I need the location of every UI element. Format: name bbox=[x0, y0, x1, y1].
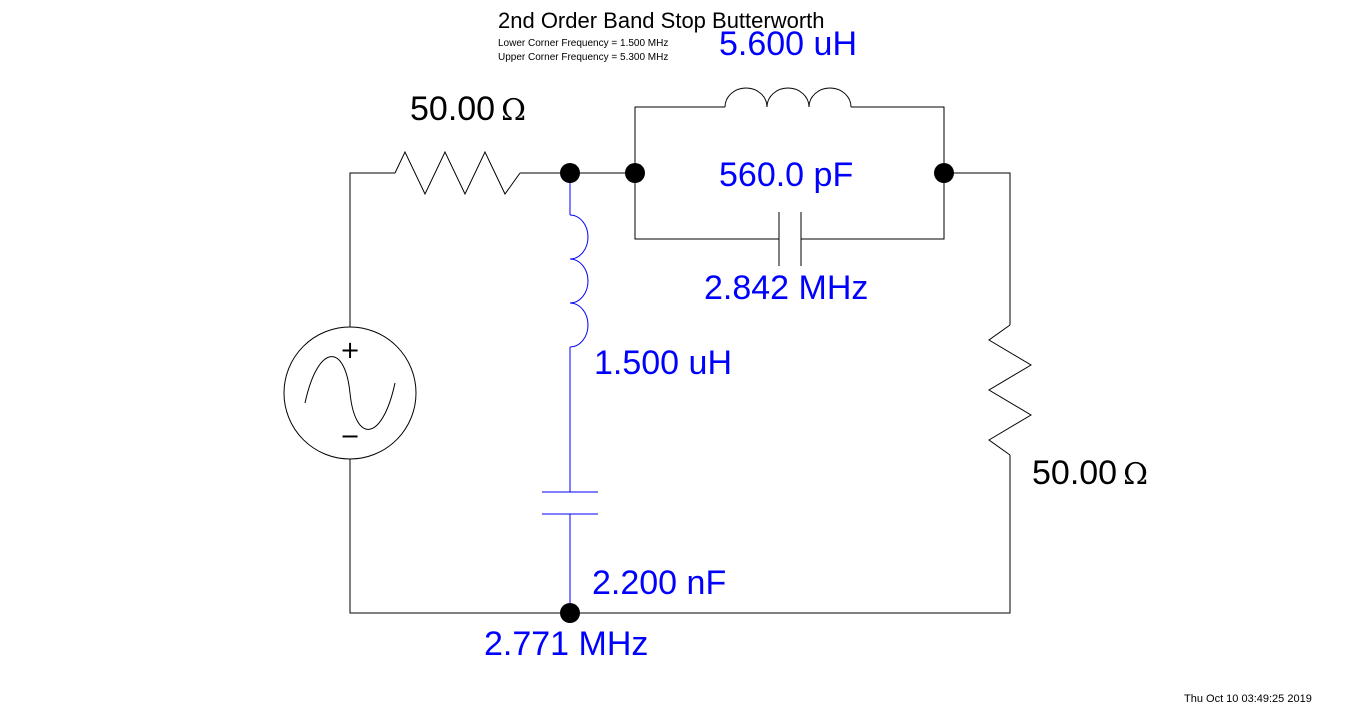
shunt-capacitor-value: 2.200 nF bbox=[592, 564, 727, 602]
shunt-inductor-value: 1.500 uH bbox=[594, 344, 732, 382]
node-tank-left bbox=[625, 163, 645, 183]
wire-tank-left bbox=[634, 106, 725, 173]
source-minus-sign: − bbox=[340, 422, 361, 450]
lower-corner-frequency: Lower Corner Frequency = 1.500 MHz bbox=[498, 38, 669, 49]
series-inductor-value: 5.600 uH bbox=[719, 25, 857, 63]
node-tank-right bbox=[934, 163, 954, 183]
source-resistor bbox=[394, 150, 521, 196]
diagram-title: 2nd Order Band Stop Butterworth bbox=[498, 8, 825, 33]
source-resistor-number: 50.00 bbox=[410, 90, 496, 128]
wire-tank-bottom-left bbox=[634, 173, 779, 240]
upper-corner-frequency: Upper Corner Frequency = 5.300 MHz bbox=[498, 52, 669, 63]
timestamp: Thu Oct 10 03:49:25 2019 bbox=[1184, 693, 1312, 705]
sine-wave-icon bbox=[304, 356, 396, 430]
shunt-resonance-value: 2.771 MHz bbox=[484, 625, 649, 663]
series-inductor bbox=[724, 87, 852, 108]
source-plus-sign: + bbox=[340, 336, 361, 364]
wire-left-bottom bbox=[349, 455, 1011, 614]
shunt-inductor bbox=[569, 214, 589, 348]
wire-to-load bbox=[944, 172, 1011, 325]
ohm-symbol: Ω bbox=[501, 93, 526, 128]
load-resistor bbox=[988, 324, 1032, 456]
ohm-symbol: Ω bbox=[1123, 457, 1148, 492]
ac-source bbox=[283, 326, 417, 460]
node-junction-shunt bbox=[560, 163, 580, 183]
wire-left-top bbox=[349, 172, 395, 327]
node-ground bbox=[560, 603, 580, 623]
series-resonance-value: 2.842 MHz bbox=[704, 269, 869, 307]
load-resistor-number: 50.00 bbox=[1032, 454, 1118, 492]
series-capacitor-value: 560.0 pF bbox=[719, 156, 854, 194]
